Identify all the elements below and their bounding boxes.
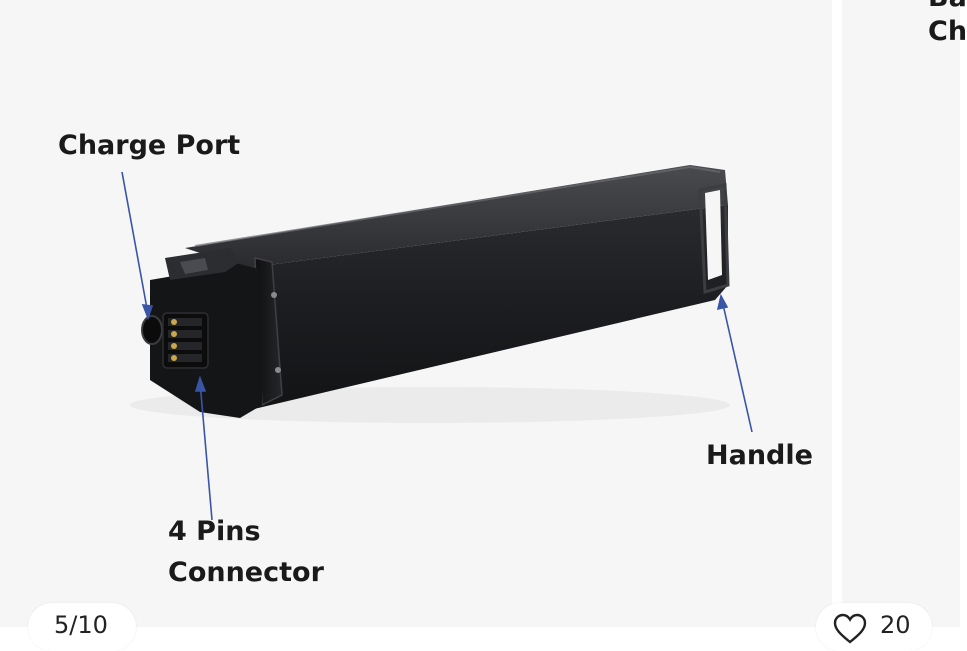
favorites-count: 20 [880, 611, 911, 639]
image-counter-text: 5/10 [54, 611, 108, 639]
handle-label: Handle [706, 440, 813, 471]
charge-port-label: Charge Port [58, 130, 241, 161]
pins-connector-label-line2: Connector [168, 557, 324, 588]
slide-gap [832, 0, 842, 627]
product-image-slide[interactable]: Charge Port Handle 4 Pins Connector 5/10 [0, 0, 832, 651]
next-slide-partial-text-1: Ba [928, 0, 967, 18]
battery-product-image [121, 165, 753, 521]
image-counter-badge: 5/10 [28, 603, 136, 651]
favorite-button[interactable]: 20 [816, 603, 932, 651]
heart-icon [833, 613, 867, 644]
pins-connector-label-line1: 4 Pins [168, 516, 261, 547]
next-image-slide[interactable]: Ba Ch [842, 0, 967, 627]
next-slide-partial-text-2: Ch [928, 16, 967, 47]
